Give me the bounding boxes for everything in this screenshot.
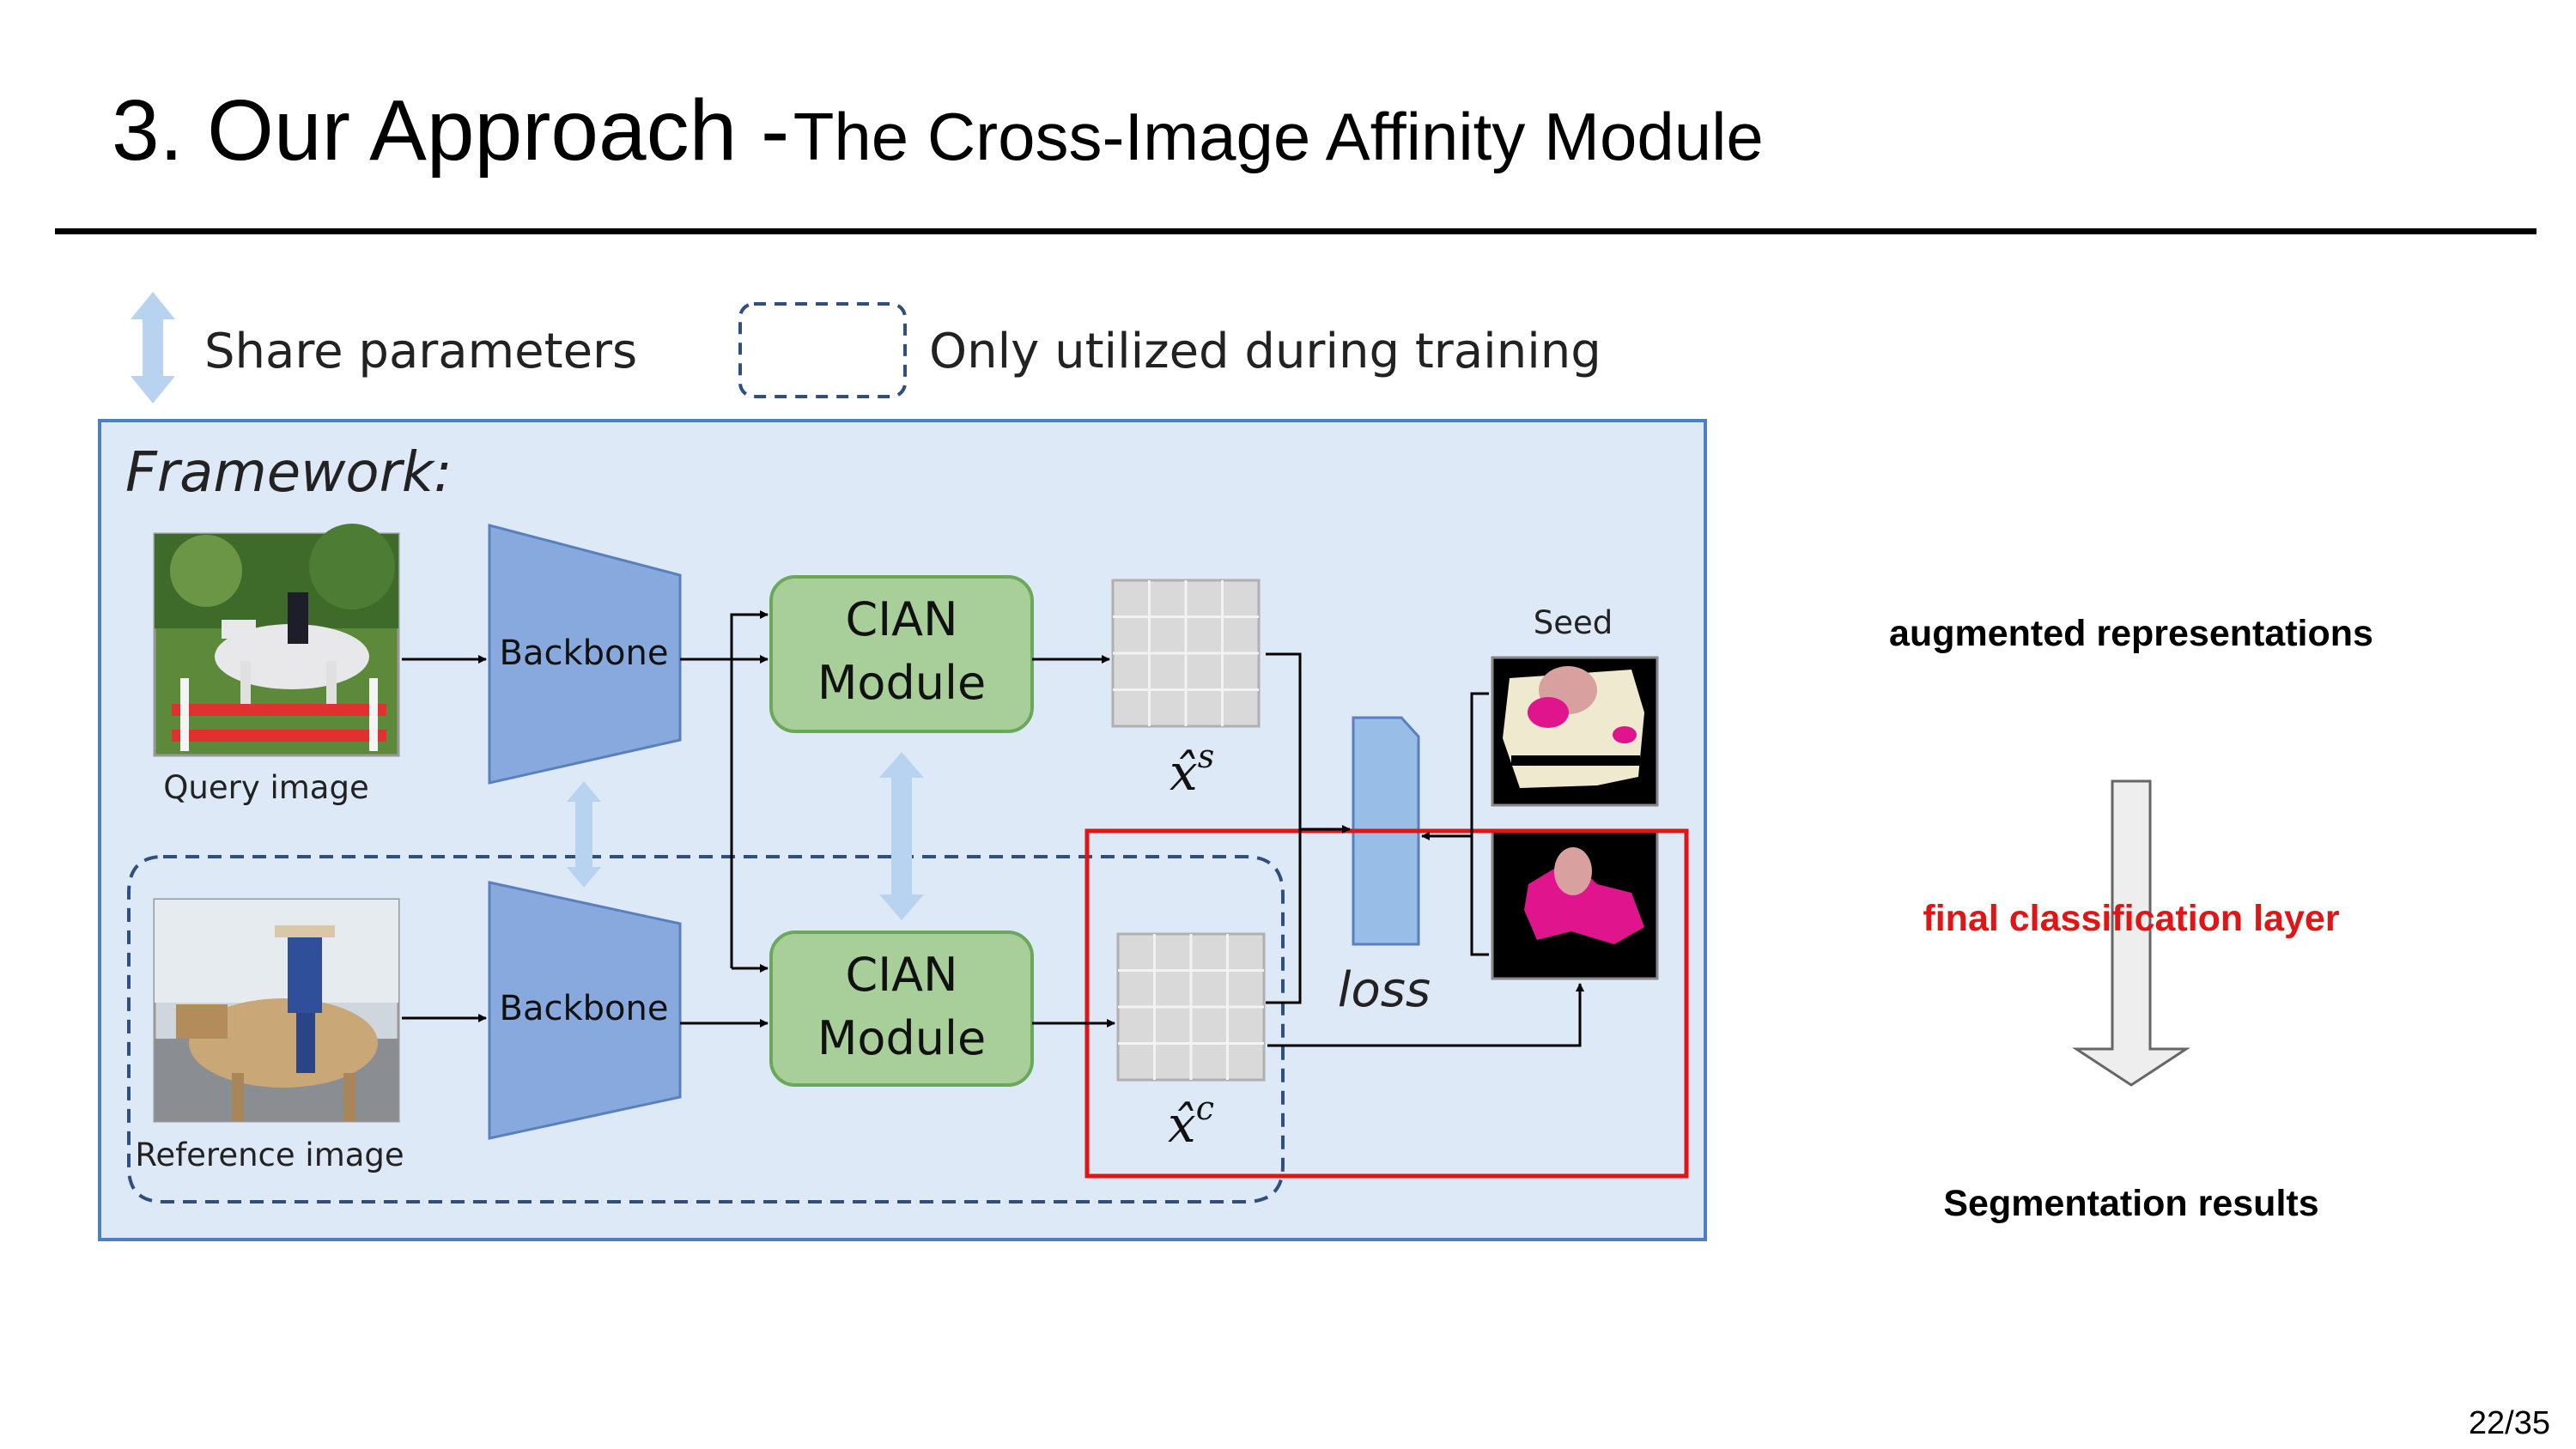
legend-dashed-box [738,302,907,398]
seed-label: Seed [1534,604,1613,641]
seed-image-top [1491,656,1659,807]
reference-image-label: Reference image [135,1137,404,1173]
backbone-share-icon [567,781,601,888]
backbone-bottom-label: Backbone [500,989,669,1028]
slide-title: 3. Our Approach - The Cross-Image Affini… [112,82,1764,180]
title-divider [55,228,2537,234]
cian-top-line2: Module [817,656,986,710]
reference-image [153,898,400,1123]
seed-image-bottom [1491,829,1659,980]
feature-grid-xs [1111,579,1261,728]
highlight-box [1084,828,1689,1179]
cian-bottom-line1: CIAN [846,948,958,1002]
xc-superscript: c [1196,1089,1214,1127]
cian-share-icon [879,752,924,920]
title-main: 3. Our Approach - [112,82,790,179]
share-parameters-icon [131,292,175,403]
backbone-bottom [488,881,682,1140]
connectors [402,610,1584,1047]
legend-share-label: Share parameters [204,324,637,379]
xc-label: x̂c [1168,1089,1214,1154]
down-arrow-icon [2071,779,2191,1087]
cian-bottom-line2: Module [817,1011,986,1065]
query-image-label: Query image [163,769,368,806]
legend-training-label: Only utilized during training [929,324,1601,379]
annotation-final-layer: final classification layer [1923,898,2340,939]
annotation-segmentation: Segmentation results [1943,1183,2319,1224]
framework-heading: Framework: [125,441,453,505]
training-region [127,855,1285,1203]
backbone-top-label: Backbone [500,634,669,673]
xs-symbol: x̂ [1170,743,1198,802]
cian-module-bottom [769,931,1034,1087]
page-number: 22/35 [2468,1405,2550,1441]
feature-grid-xc [1116,932,1266,1082]
xc-symbol: x̂ [1168,1095,1196,1154]
annotation-augmented: augmented representations [1889,613,2373,654]
loss-label: loss [1338,962,1431,1018]
backbone-top [488,524,682,785]
title-subtitle: The Cross-Image Affinity Module [793,99,1764,174]
cian-module-top [769,575,1034,733]
xs-superscript: s [1198,737,1215,775]
cian-top-line1: CIAN [846,592,958,646]
query-image [153,524,400,757]
xs-label: x̂s [1170,737,1214,802]
